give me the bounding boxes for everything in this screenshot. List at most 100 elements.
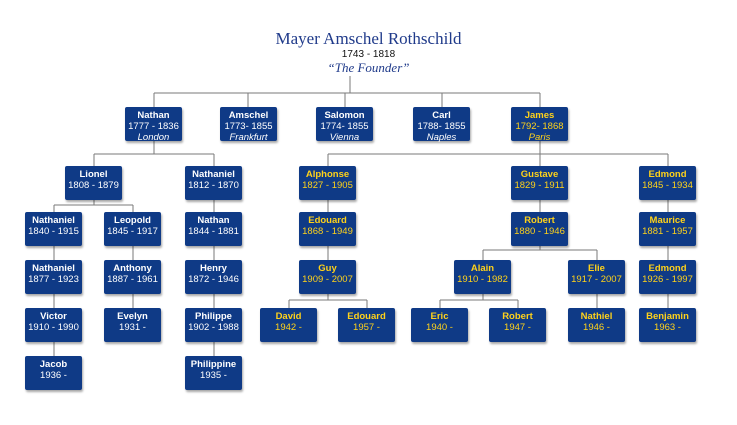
node-name: Robert — [524, 215, 555, 226]
node-place: Naples — [426, 132, 457, 143]
node-robert-1880: Robert 1880 - 1946 — [511, 212, 568, 246]
node-place: Frankfurt — [229, 132, 268, 143]
node-dates: 1808 - 1879 — [68, 180, 119, 191]
node-name: Guy — [318, 263, 337, 274]
node-name: Nathaniel — [32, 263, 75, 274]
node-maurice: Maurice 1881 - 1957 — [639, 212, 696, 246]
node-name: Carl — [432, 110, 451, 121]
node-guy: Guy 1909 - 2007 — [299, 260, 356, 294]
node-victor: Victor 1910 - 1990 — [25, 308, 82, 342]
node-dates: 1777 - 1836 — [128, 121, 179, 132]
node-name: Nathan — [197, 215, 230, 226]
node-name: Victor — [40, 311, 67, 322]
node-dates: 1936 - — [40, 370, 67, 381]
node-name: Leopold — [114, 215, 151, 226]
node-dates: 1872 - 1946 — [188, 274, 239, 285]
node-dates: 1946 - — [583, 322, 610, 333]
node-dates: 1935 - — [200, 370, 227, 381]
node-name: Alphonse — [305, 169, 350, 180]
node-leopold: Leopold 1845 - 1917 — [104, 212, 161, 246]
founder-subtitle: “The Founder” — [327, 60, 410, 75]
node-name: Benjamin — [646, 311, 689, 322]
node-anthony: Anthony 1887 - 1961 — [104, 260, 161, 294]
node-dates: 1829 - 1911 — [514, 180, 565, 191]
node-name: Maurice — [649, 215, 686, 226]
node-benjamin: Benjamin 1963 - — [639, 308, 696, 342]
node-dates: 1773- 1855 — [224, 121, 273, 132]
node-place: Paris — [528, 132, 551, 143]
node-carl-naples: Carl 1788- 1855 Naples — [413, 107, 470, 143]
node-name: James — [524, 110, 555, 121]
node-edmond-1926: Edmond 1926 - 1997 — [639, 260, 696, 294]
node-philippe: Philippe 1902 - 1988 — [185, 308, 242, 342]
node-philippine: Philippine 1935 - — [185, 356, 242, 390]
node-place: Vienna — [329, 132, 360, 143]
node-nathaniel-1812: Nathaniel 1812 - 1870 — [185, 166, 242, 200]
node-name: Edmond — [648, 263, 687, 274]
node-name: Gustave — [520, 169, 559, 180]
node-nathan-1844: Nathan 1844 - 1881 — [185, 212, 242, 246]
node-dates: 1942 - — [275, 322, 302, 333]
node-edouard-1957: Edouard 1957 - — [338, 308, 395, 342]
founder-name: Mayer Amschel Rothschild — [275, 29, 462, 48]
node-name: Eric — [430, 311, 449, 322]
node-name: Nathan — [137, 110, 170, 121]
node-dates: 1844 - 1881 — [188, 226, 239, 237]
node-eric: Eric 1940 - — [411, 308, 468, 342]
node-name: Evelyn — [117, 311, 148, 322]
node-amschel-frankfurt: Amschel 1773- 1855 Frankfurt — [220, 107, 277, 143]
node-dates: 1926 - 1997 — [642, 274, 693, 285]
founder-header: Mayer Amschel Rothschild 1743 - 1818 “Th… — [0, 30, 737, 75]
node-edouard-1868: Edouard 1868 - 1949 — [299, 212, 356, 246]
node-edmond-1845: Edmond 1845 - 1934 — [639, 166, 696, 200]
node-james-paris: James 1792- 1868 Paris — [511, 107, 568, 143]
node-name: Amschel — [228, 110, 269, 121]
node-dates: 1774- 1855 — [320, 121, 369, 132]
node-gustave: Gustave 1829 - 1911 — [511, 166, 568, 200]
node-name: Alain — [470, 263, 495, 274]
node-dates: 1840 - 1915 — [28, 226, 79, 237]
node-henry: Henry 1872 - 1946 — [185, 260, 242, 294]
node-dates: 1827 - 1905 — [302, 180, 353, 191]
node-lionel: Lionel 1808 - 1879 — [65, 166, 122, 200]
node-dates: 1917 - 2007 — [571, 274, 622, 285]
node-dates: 1947 - — [504, 322, 531, 333]
node-dates: 1887 - 1961 — [107, 274, 158, 285]
node-name: Philippine — [190, 359, 237, 370]
node-dates: 1845 - 1934 — [642, 180, 693, 191]
node-dates: 1902 - 1988 — [188, 322, 239, 333]
node-dates: 1910 - 1982 — [457, 274, 508, 285]
node-dates: 1877 - 1923 — [28, 274, 79, 285]
node-nathan-london: Nathan 1777 - 1836 London — [125, 107, 182, 143]
node-name: Lionel — [79, 169, 108, 180]
node-name: Nathaniel — [192, 169, 235, 180]
node-nathaniel-1840: Nathaniel 1840 - 1915 — [25, 212, 82, 246]
node-name: Edmond — [648, 169, 687, 180]
node-elie: Elie 1917 - 2007 — [568, 260, 625, 294]
node-dates: 1845 - 1917 — [107, 226, 158, 237]
node-name: Robert — [502, 311, 533, 322]
node-name: Jacob — [39, 359, 68, 370]
node-name: Henry — [200, 263, 227, 274]
node-dates: 1957 - — [353, 322, 380, 333]
node-dates: 1940 - — [426, 322, 453, 333]
node-name: Philippe — [195, 311, 232, 322]
node-name: David — [275, 311, 302, 322]
node-alphonse: Alphonse 1827 - 1905 — [299, 166, 356, 200]
node-robert-1947: Robert 1947 - — [489, 308, 546, 342]
node-place: London — [137, 132, 170, 143]
node-nathaniel-1877: Nathaniel 1877 - 1923 — [25, 260, 82, 294]
node-dates: 1910 - 1990 — [28, 322, 79, 333]
node-dates: 1931 - — [119, 322, 146, 333]
node-dates: 1868 - 1949 — [302, 226, 353, 237]
node-alain: Alain 1910 - 1982 — [454, 260, 511, 294]
node-name: Anthony — [113, 263, 152, 274]
node-name: Nathiel — [580, 311, 613, 322]
node-name: Edouard — [347, 311, 386, 322]
node-dates: 1788- 1855 — [417, 121, 466, 132]
founder-dates: 1743 - 1818 — [341, 49, 396, 60]
node-evelyn: Evelyn 1931 - — [104, 308, 161, 342]
node-name: Elie — [588, 263, 605, 274]
node-dates: 1881 - 1957 — [642, 226, 693, 237]
